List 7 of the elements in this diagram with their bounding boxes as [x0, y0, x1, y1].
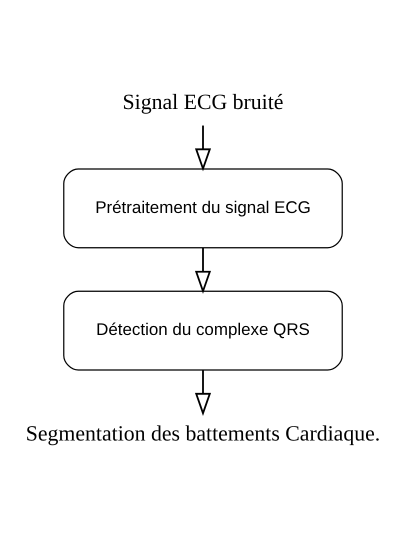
arrow: [194, 126, 212, 172]
arrow: [194, 370, 212, 416]
arrow: [194, 248, 212, 294]
node-box: Prétraitement du signal ECG: [63, 168, 343, 248]
node-text: Segmentation des battements Cardiaque.: [26, 422, 380, 446]
node-text: Signal ECG bruité: [122, 90, 284, 114]
node-box: Détection du complexe QRS: [63, 290, 343, 371]
